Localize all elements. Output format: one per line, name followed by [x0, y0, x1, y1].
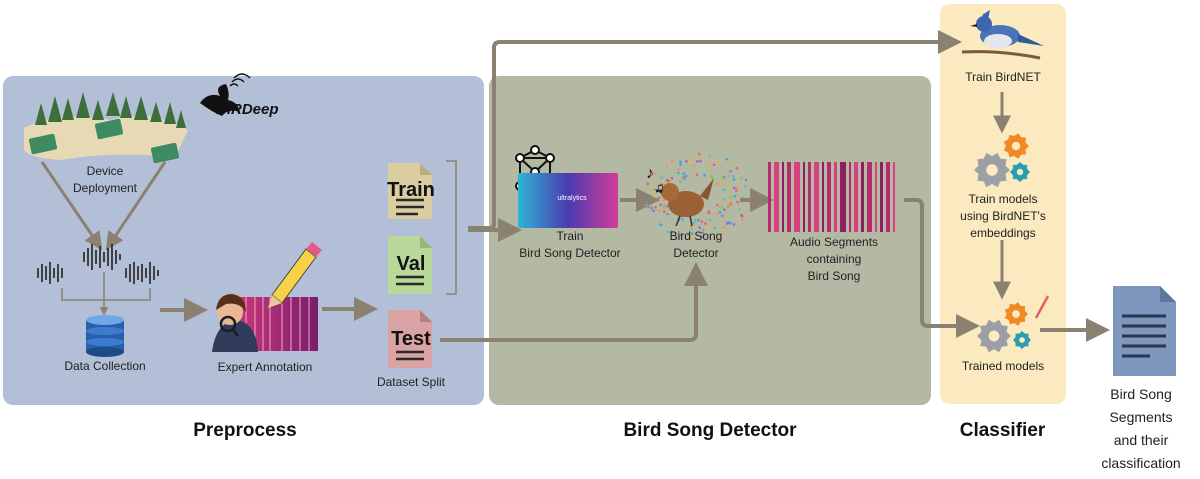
- music-note-icon-2: ♫: [654, 179, 665, 195]
- birdeep-logo-icon: [200, 73, 251, 116]
- gears-icon-trained: [977, 302, 1031, 353]
- music-note-icon: ♪: [646, 165, 654, 182]
- train-models-label: Train models using BirdNET's embeddings: [960, 192, 1046, 240]
- data-collection-label: Data Collection: [64, 359, 146, 373]
- ultralytics-label: ultralytics: [557, 195, 587, 202]
- gears-icon-train: [974, 133, 1030, 188]
- audio-segments-icon: [768, 162, 895, 232]
- arrow-deploy-right: [105, 161, 167, 251]
- database-icon: [86, 315, 124, 357]
- merge-bracket: [61, 288, 151, 301]
- trained-models-label: Trained models: [961, 359, 1045, 373]
- wren-bird-icon: [654, 178, 714, 227]
- section-title-preprocess: Preprocess: [193, 420, 297, 441]
- waveform-icon: [37, 244, 159, 284]
- section-title-classifier: Classifier: [959, 420, 1046, 441]
- train-doc-label: Train: [387, 179, 435, 201]
- detector-panel: [489, 76, 931, 405]
- test-doc-label: Test: [391, 328, 431, 350]
- blue-jay-bird-icon: [961, 10, 1044, 60]
- val-document-icon: [388, 236, 432, 294]
- pencil-icon: [268, 242, 322, 308]
- expert-person-icon: [212, 294, 258, 352]
- test-document-icon: [388, 310, 432, 368]
- train-document-icon: [388, 163, 432, 219]
- output-label: Bird Song Segments and their classificat…: [1101, 386, 1181, 471]
- bird-song-detector-label: Bird Song Detector: [669, 229, 723, 260]
- section-title-detector: Bird Song Detector: [623, 420, 797, 441]
- device-deployment-label: Device Deployment: [72, 164, 138, 195]
- brand-logo-text: BIRDeep: [216, 101, 279, 118]
- arrow-test-to-detector: [440, 262, 708, 342]
- pen-icon: [1034, 295, 1050, 319]
- arrow-deploy-left: [40, 161, 103, 251]
- ultralytics-card: [518, 173, 618, 228]
- train-val-bracket: [446, 160, 457, 295]
- output-document-icon: [1113, 286, 1176, 376]
- arrow-to-train-birdnet: [468, 30, 962, 230]
- val-doc-label: Val: [397, 253, 426, 275]
- expert-annotation-label: Expert Annotation: [217, 360, 313, 374]
- arrow-to-trained-models: [904, 198, 980, 338]
- forest-terrain-icon: [24, 92, 188, 164]
- audio-segments-label: Audio Segments containing Bird Song: [789, 235, 879, 283]
- train-birdnet-label: Train BirdNET: [965, 70, 1041, 84]
- train-detector-label: Train Bird Song Detector: [519, 229, 621, 260]
- dataset-split-label: Dataset Split: [376, 375, 446, 389]
